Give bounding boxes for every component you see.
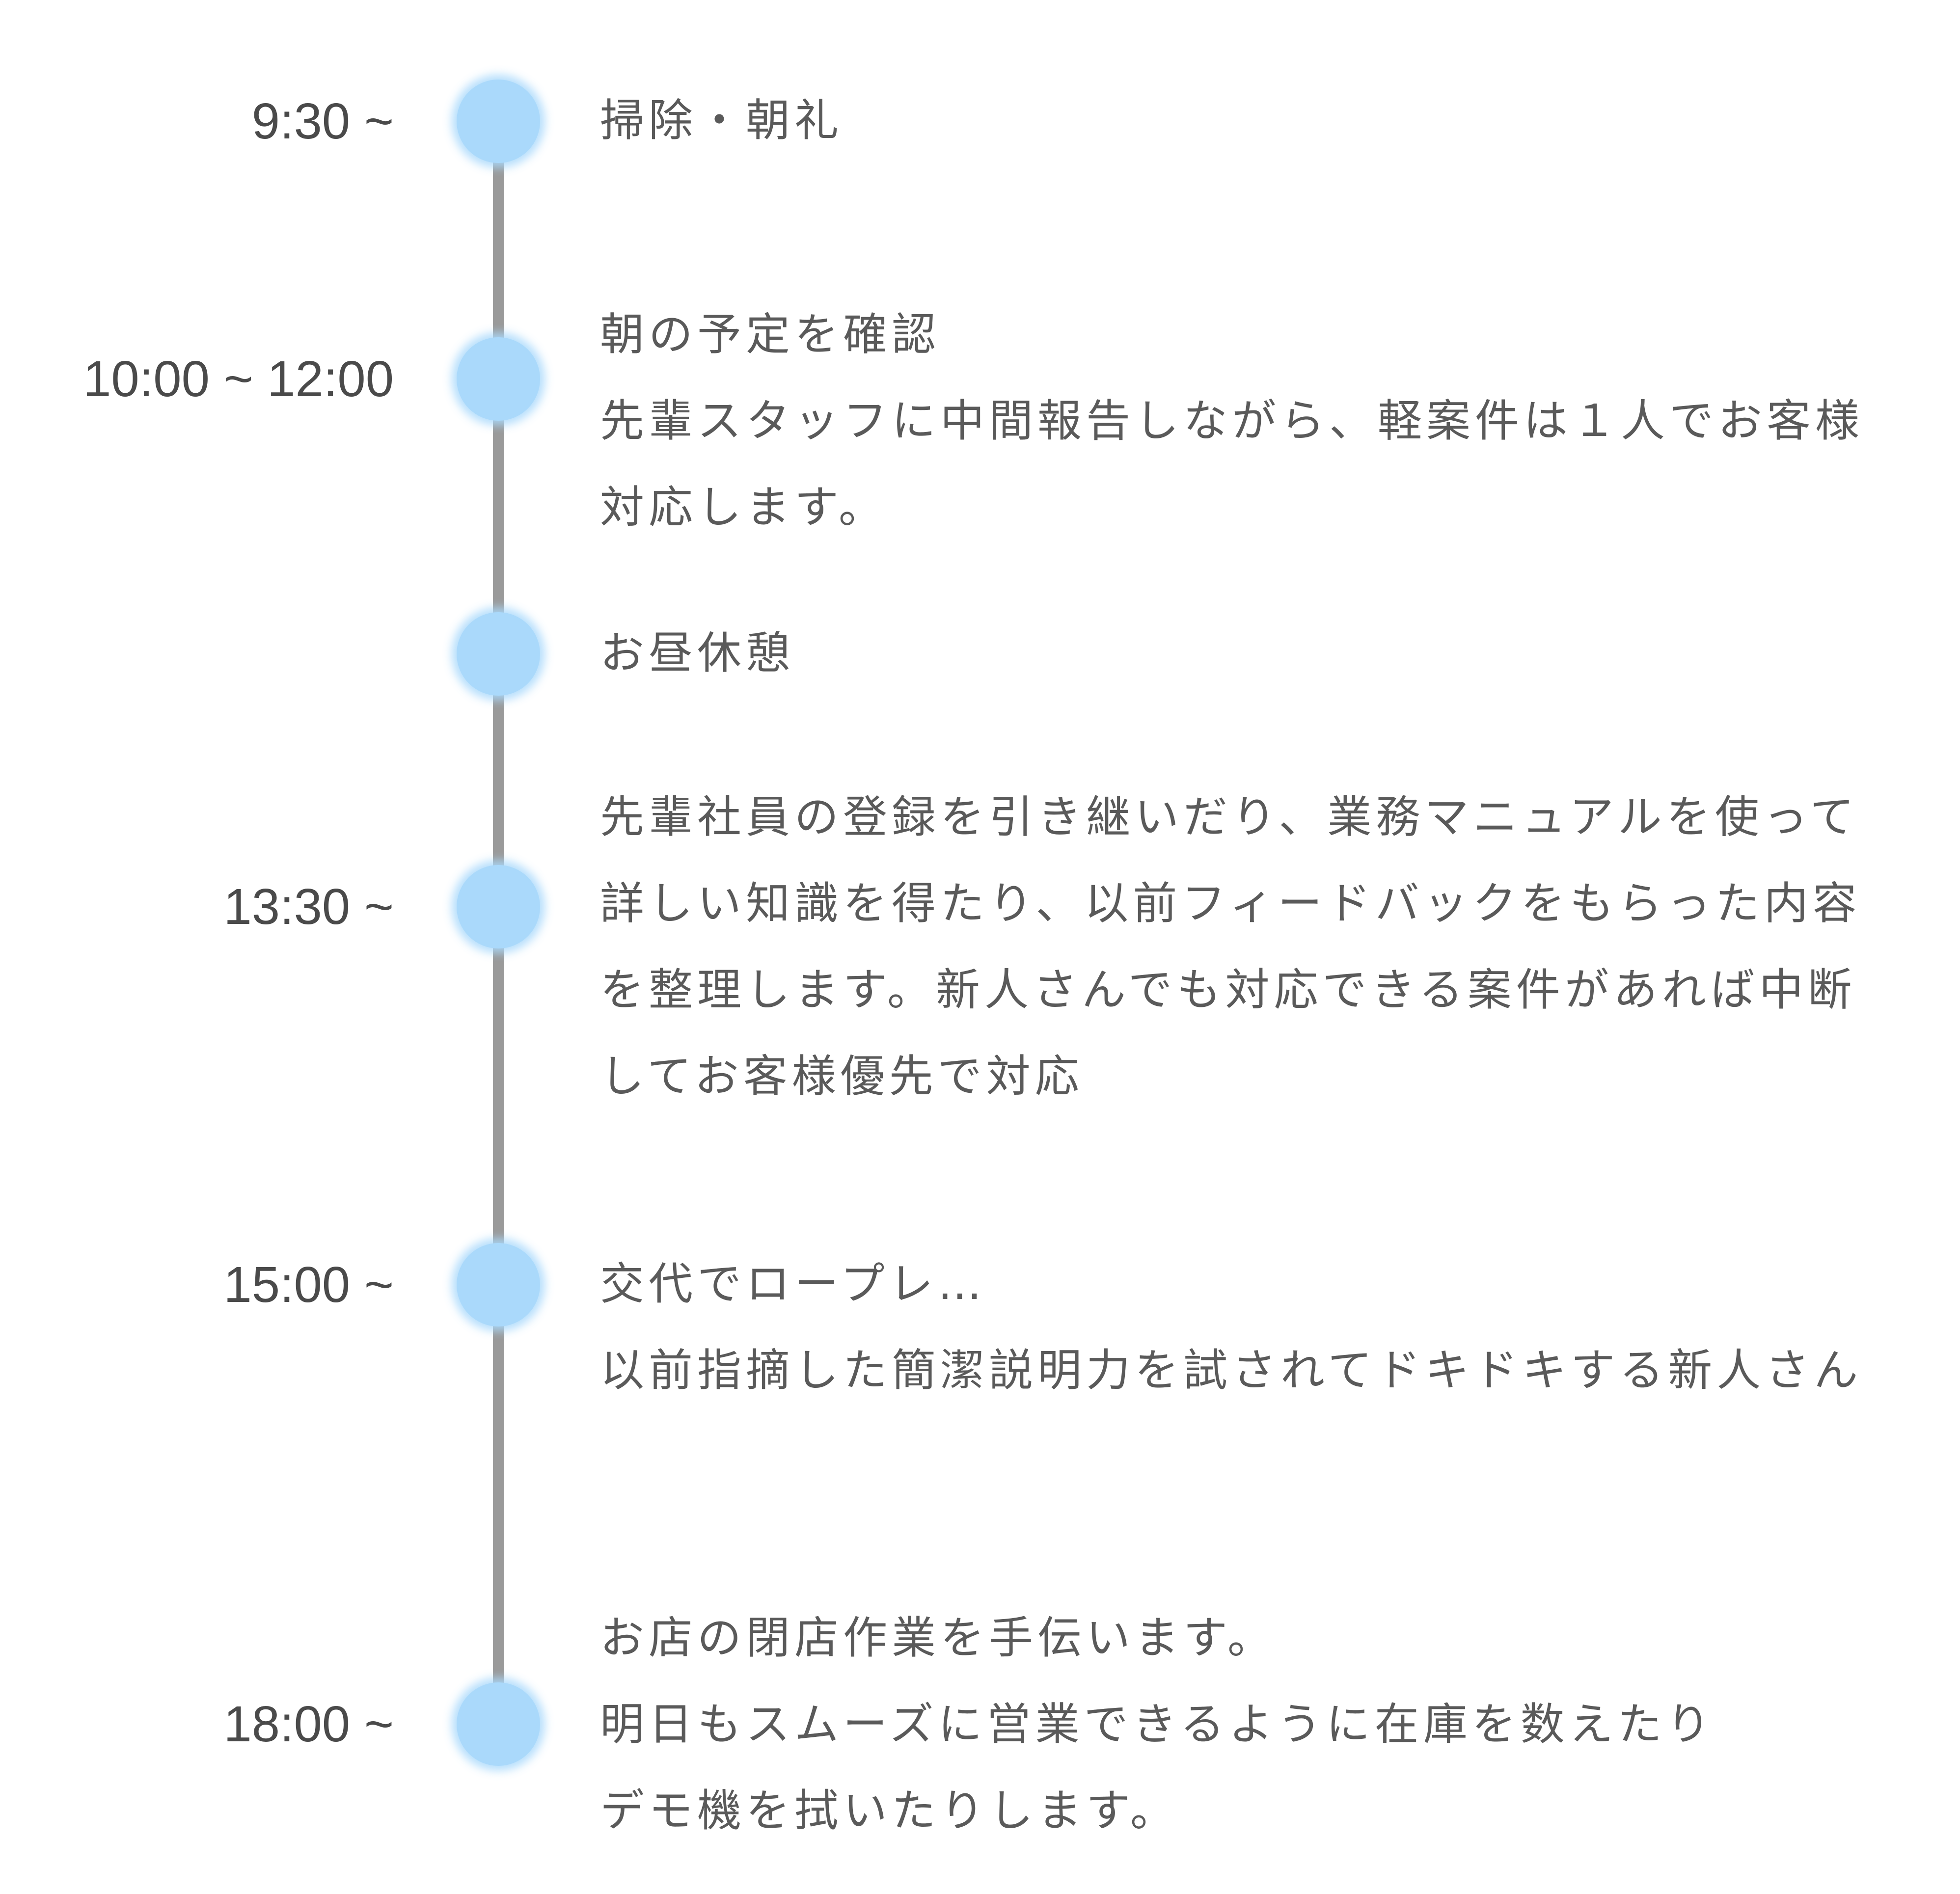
event-description-line: 先輩社員の登録を引き継いだり、業務マニュアルを使って bbox=[600, 791, 1859, 843]
event-description: お昼休憩 bbox=[600, 610, 1935, 697]
event-description-line: 以前指摘した簡潔説明力を試されてドキドキする新人さん bbox=[600, 1345, 1863, 1396]
event-description-line: 明日もスムーズに営業できるように在庫を数えたり bbox=[600, 1699, 1715, 1750]
timeline-dot bbox=[457, 80, 540, 163]
event-description-line: 掃除・朝礼 bbox=[600, 95, 843, 146]
event-description-line: お店の閉店作業を手伝います。 bbox=[600, 1612, 1276, 1664]
event-description-line: 詳しい知識を得たり、以前フィードバックをもらった内容 bbox=[600, 878, 1861, 929]
event-time: 13:30 ~ bbox=[223, 878, 394, 935]
event-time: 15:00 ~ bbox=[223, 1256, 394, 1313]
timeline-dot bbox=[457, 337, 540, 421]
event-description-line: デモ機を拭いたりします。 bbox=[600, 1785, 1179, 1837]
event-description-line: 交代でロープレ… bbox=[600, 1258, 986, 1310]
event-description-line: 対応します。 bbox=[600, 482, 887, 533]
event-description-line: を整理します。新人さんでも対応できる案件があれば中断 bbox=[600, 964, 1856, 1016]
event-time: 10:00 ~ 12:00 bbox=[83, 351, 394, 407]
event-description: お店の閉店作業を手伝います。 明日もスムーズに営業できるように在庫を数えたり デ… bbox=[600, 1595, 1935, 1854]
event-description: 交代でロープレ… 以前指摘した簡潔説明力を試されてドキドキする新人さん bbox=[600, 1241, 1935, 1414]
timeline-dot bbox=[457, 612, 540, 696]
event-description-line: 朝の予定を確認 bbox=[600, 309, 940, 360]
timeline-dot bbox=[457, 1682, 540, 1766]
event-time: 18:00 ~ bbox=[223, 1696, 394, 1752]
timeline-dot bbox=[457, 865, 540, 948]
event-description-line: お昼休憩 bbox=[600, 627, 794, 679]
event-time: 9:30 ~ bbox=[251, 93, 394, 149]
event-description: 朝の予定を確認 先輩スタッフに中間報告しながら、軽案件は１人でお客様 対応します… bbox=[600, 292, 1935, 551]
event-description-line: してお客様優先で対応 bbox=[600, 1051, 1084, 1102]
event-description-line: 先輩スタッフに中間報告しながら、軽案件は１人でお客様 bbox=[600, 395, 1864, 447]
event-description: 掃除・朝礼 bbox=[600, 78, 1935, 164]
timeline-dot bbox=[457, 1243, 540, 1326]
event-description: 先輩社員の登録を引き継いだり、業務マニュアルを使って 詳しい知識を得たり、以前フ… bbox=[600, 774, 1935, 1120]
